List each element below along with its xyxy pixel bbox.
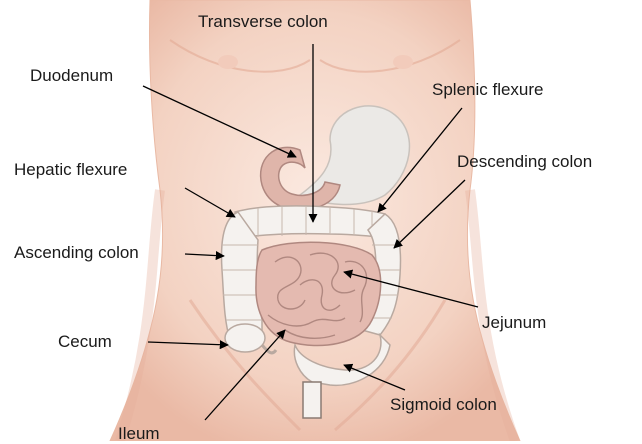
label-ileum: Ileum: [118, 424, 160, 444]
label-hepatic-flexure: Hepatic flexure: [14, 160, 127, 180]
label-descending-colon: Descending colon: [457, 152, 592, 172]
label-sigmoid-colon: Sigmoid colon: [390, 395, 497, 415]
cecum: [225, 324, 265, 352]
small-intestine: [256, 242, 381, 345]
left-nipple: [218, 55, 238, 69]
label-duodenum: Duodenum: [30, 66, 113, 86]
label-cecum: Cecum: [58, 332, 112, 352]
right-nipple: [393, 55, 413, 69]
label-splenic-flexure: Splenic flexure: [432, 80, 544, 100]
label-ascending-colon: Ascending colon: [14, 243, 139, 263]
rectum: [303, 382, 321, 418]
label-jejunum: Jejunum: [482, 313, 546, 333]
label-transverse-colon: Transverse colon: [198, 12, 328, 32]
